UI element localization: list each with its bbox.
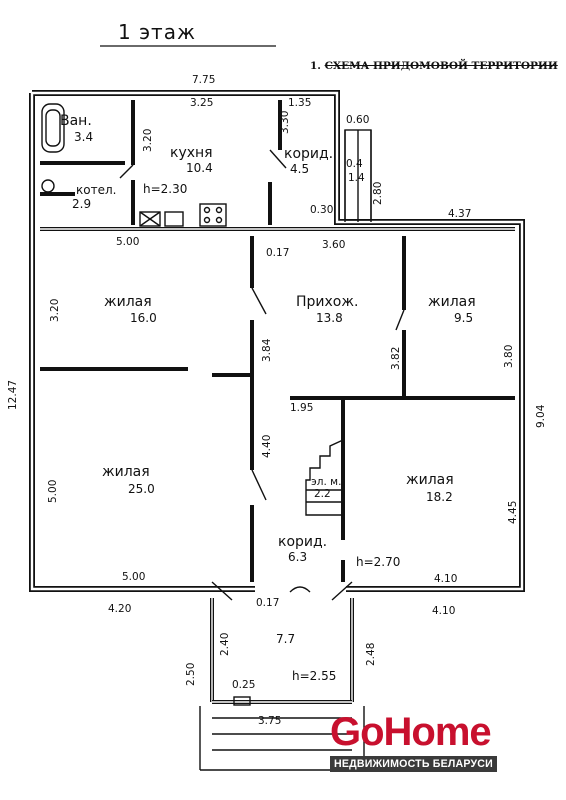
logo-wordmark: GoHome: [330, 712, 524, 752]
sheet-title: 1. СХЕМА ПРИДОМОВОЙ ТЕРРИТОРИИ: [310, 60, 566, 72]
dim-025: 0.25: [232, 679, 255, 691]
dim-bath-height: 3.20: [142, 129, 154, 152]
sink-icon: [164, 211, 184, 227]
dim-porch-height: 2.40: [219, 633, 231, 656]
main-height: h=2.70: [356, 555, 400, 569]
floor-title-text: 1 этаж: [118, 20, 196, 44]
dim-017-top: 0.17: [266, 247, 289, 259]
room-bath-name: Ван.: [60, 113, 92, 129]
dim-382: 3.82: [390, 347, 402, 370]
dim-porch-height-2: 2.48: [365, 643, 377, 666]
dim-porch-width: 3.75: [258, 715, 281, 727]
dim-280: 2.80: [372, 182, 384, 205]
kitchen-height: h=2.30: [143, 182, 187, 196]
room-porch-area: 7.7: [276, 632, 295, 646]
room-hall-area: 13.8: [316, 311, 343, 325]
gohome-logo: GoHome НЕДВИЖИМОСТЬ БЕЛАРУСИ: [330, 712, 524, 774]
logo-home: Home: [383, 710, 492, 754]
dim-top-total: 7.75: [192, 74, 215, 86]
room-boiler-area: 2.9: [72, 197, 91, 211]
dim-room18-width: 4.10: [434, 573, 457, 585]
dim-04: 0.4: [346, 158, 363, 170]
dim-hall-width: 3.60: [322, 239, 345, 251]
porch-steps: [212, 717, 352, 751]
stove-icon: [139, 211, 161, 227]
room-kitchen-name: кухня: [170, 145, 213, 161]
dim-bottom-right: 4.10: [432, 605, 455, 617]
staircase: [305, 439, 344, 516]
dim-440: 4.40: [261, 435, 273, 458]
dim-195: 1.95: [290, 402, 313, 414]
dim-right-total: 9.04: [535, 404, 547, 428]
room-corridor-top-name: корид.: [284, 146, 333, 162]
exterior-walls: [29, 90, 525, 592]
room-living25-name: жилая: [102, 464, 150, 480]
dim-room16-width: 5.00: [116, 236, 139, 248]
room-living9-name: жилая: [428, 294, 476, 310]
sheet-title-number: 1.: [310, 60, 321, 72]
dim-room16-height: 3.20: [49, 299, 61, 322]
porch-height: h=2.55: [292, 669, 336, 683]
room-kitchen-area: 10.4: [186, 161, 213, 175]
dim-017-bottom: 0.17: [256, 597, 279, 609]
interior-walls: [40, 100, 515, 582]
floor-title: 1 этаж: [100, 20, 276, 47]
dim-030: 0.30: [310, 204, 333, 216]
dim-384: 3.84: [261, 338, 273, 362]
room-corridor-top-area: 4.5: [290, 162, 309, 176]
room-living25-area: 25.0: [128, 482, 155, 496]
room-boiler-name: котел.: [76, 183, 116, 197]
floor-title-underline: [100, 45, 276, 47]
dim-corridor-top-width: 1.35: [288, 97, 311, 109]
dim-room25-height: 5.00: [47, 480, 59, 503]
room-living18-name: жилая: [406, 472, 454, 488]
dimension-labels: 7.75 3.25 1.35 0.60 3.20 3.30 0.4 1.4 2.…: [7, 74, 547, 727]
room-living16-area: 16.0: [130, 311, 157, 325]
dim-380: 3.80: [503, 345, 515, 368]
hob-icon: [199, 203, 227, 227]
room-corridor-area: 6.3: [288, 550, 307, 564]
room-corridor-name: корид.: [278, 534, 327, 550]
room-labels: Ван. 3.4 кухня 10.4 h=2.30 корид. 4.5 ко…: [60, 113, 476, 683]
dim-445: 4.45: [507, 501, 519, 524]
dim-left-total: 12.47: [7, 380, 19, 410]
stair-label-1: эл. м.: [311, 476, 341, 488]
dim-room25-width: 5.00: [122, 571, 145, 583]
logo-go: Go: [330, 710, 385, 754]
room-hall-name: Прихож.: [296, 294, 358, 310]
room-living9-area: 9.5: [454, 311, 473, 325]
logo-tagline: НЕДВИЖИМОСТЬ БЕЛАРУСИ: [330, 756, 497, 772]
room-bath-area: 3.4: [74, 130, 93, 144]
stair-label-2: 2.2: [314, 488, 331, 500]
boiler-icon: [41, 179, 55, 193]
room-living18-area: 18.2: [426, 490, 453, 504]
dim-437: 4.37: [448, 208, 471, 220]
dim-060: 0.60: [346, 114, 369, 126]
dim-14: 1.4: [348, 172, 365, 184]
dim-bottom-left: 4.20: [108, 603, 131, 615]
dim-kitchen-width: 3.25: [190, 97, 213, 109]
sheet-title-text: СХЕМА ПРИДОМОВОЙ ТЕРРИТОРИИ: [324, 60, 558, 72]
dim-porch-side: 2.50: [185, 663, 197, 686]
bathtub-icon: [41, 103, 65, 153]
dim-corridor-height: 3.30: [279, 111, 291, 134]
room-living16-name: жилая: [104, 294, 152, 310]
fixtures: [41, 103, 372, 751]
